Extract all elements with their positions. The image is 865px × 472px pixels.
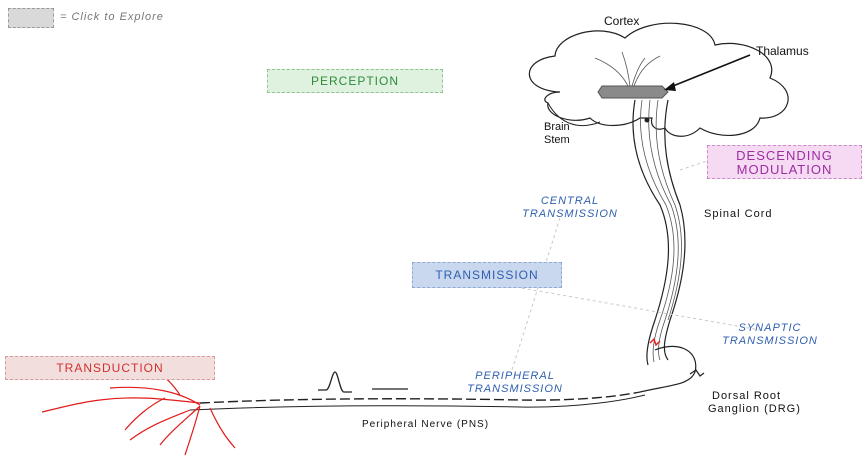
drg-label-1: Dorsal Root [712, 390, 781, 402]
spinal-cord-label: Spinal Cord [704, 208, 772, 220]
transmission-button[interactable]: TRANSMISSION [412, 262, 562, 288]
central-transmission-label: CENTRAL TRANSMISSION [505, 195, 635, 221]
brainstem-synapse-dot [645, 118, 650, 123]
brain-outline [529, 23, 788, 136]
brain-stem-label-1: Brain [544, 121, 570, 133]
transduction-button[interactable]: TRANSDUCTION [5, 356, 215, 380]
action-potential-trace [318, 372, 352, 392]
central-transmission-line1: CENTRAL [505, 195, 635, 208]
nerve-endings [42, 368, 235, 455]
brain-stem-label-2: Stem [544, 134, 570, 146]
legend-swatch [8, 8, 54, 28]
thalamus-arrowhead [664, 82, 676, 91]
descending-modulation-line1: DESCENDING [708, 149, 861, 163]
synaptic-transmission-line2: TRANSMISSION [700, 335, 840, 348]
thalamus-label: Thalamus [756, 44, 809, 58]
peripheral-nerve-line-2 [190, 395, 645, 410]
peripheral-transmission-line2: TRANSMISSION [445, 383, 585, 396]
cortex-fibers [595, 52, 660, 86]
drg-label-2: Ganglion (DRG) [708, 403, 801, 415]
central-transmission-line2: TRANSMISSION [505, 208, 635, 221]
descending-modulation-line2: MODULATION [708, 163, 861, 177]
dorsal-root-curve [640, 346, 696, 392]
legend-text: = Click to Explore [60, 11, 164, 23]
descending-modulation-button[interactable]: DESCENDING MODULATION [707, 145, 862, 179]
thalamus-arrow [668, 55, 750, 88]
peripheral-transmission-label: PERIPHERAL TRANSMISSION [445, 370, 585, 396]
thalamus-shape [598, 86, 668, 98]
peripheral-transmission-line1: PERIPHERAL [445, 370, 585, 383]
cortex-label: Cortex [604, 14, 639, 28]
peripheral-nerve-label: Peripheral Nerve (PNS) [362, 419, 489, 430]
synaptic-transmission-label: SYNAPTIC TRANSMISSION [700, 322, 840, 348]
spinal-tract-2 [649, 100, 679, 360]
synaptic-transmission-line1: SYNAPTIC [700, 322, 840, 335]
drg-ganglion-mark [690, 370, 704, 376]
perception-button[interactable]: PERCEPTION [267, 69, 443, 93]
